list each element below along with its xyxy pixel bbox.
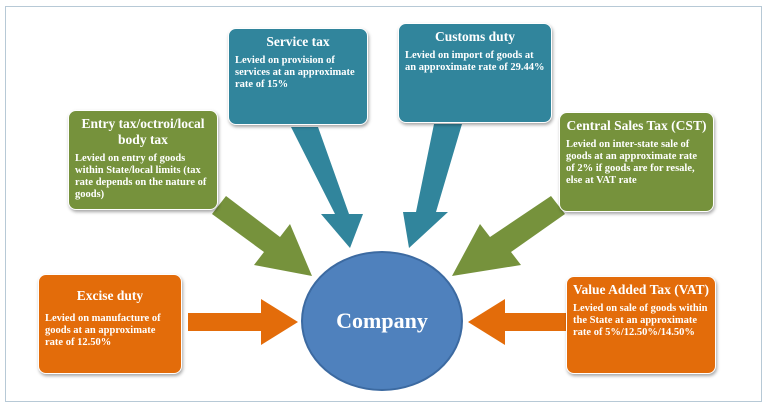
service-tax-title: Service tax bbox=[266, 34, 330, 49]
excise-duty-title: Excise duty bbox=[76, 288, 144, 303]
entry-tax-arrow bbox=[212, 196, 312, 276]
diagram-frame bbox=[5, 6, 762, 402]
vat-title: Value Added Tax (VAT) bbox=[573, 282, 709, 297]
teal-arrows bbox=[291, 124, 462, 248]
cst-arrow bbox=[452, 196, 565, 276]
vat-arrow bbox=[468, 299, 569, 345]
cst-box: Central Sales Tax (CST) Levied on inter-… bbox=[559, 112, 714, 212]
excise-duty-desc: Levied on manufacture of goods at an app… bbox=[45, 313, 161, 348]
excise-duty-arrow bbox=[188, 299, 298, 345]
service-tax-box: Service tax Levied on provision of servi… bbox=[228, 28, 368, 125]
cst-title: Central Sales Tax (CST) bbox=[566, 118, 707, 133]
service-tax-arrow bbox=[291, 127, 363, 248]
vat-box: Value Added Tax (VAT) Levied on sale of … bbox=[566, 276, 716, 374]
customs-duty-box: Customs duty Levied on import of goods a… bbox=[398, 23, 552, 123]
customs-duty-title: Customs duty bbox=[435, 29, 515, 44]
entry-tax-desc: Levied on entry of goods within State/lo… bbox=[75, 153, 207, 200]
excise-duty-box: Excise duty Levied on manufacture of goo… bbox=[38, 274, 182, 374]
service-tax-desc: Levied on provision of services at an ap… bbox=[235, 55, 355, 90]
company-label: Company bbox=[336, 308, 428, 333]
customs-duty-desc: Levied on import of goods at an approxim… bbox=[405, 50, 545, 73]
vat-desc: Levied on sale of goods within the State… bbox=[573, 303, 708, 338]
entry-tax-title: Entry tax/octroi/local body tax bbox=[81, 116, 205, 147]
company-circle: Company bbox=[301, 251, 463, 391]
orange-arrows bbox=[188, 299, 569, 345]
customs-duty-arrow bbox=[403, 124, 462, 248]
cst-desc: Levied on inter-state sale of goods at a… bbox=[566, 139, 698, 186]
green-arrows bbox=[212, 196, 565, 276]
entry-tax-box: Entry tax/octroi/local body tax Levied o… bbox=[68, 110, 218, 210]
